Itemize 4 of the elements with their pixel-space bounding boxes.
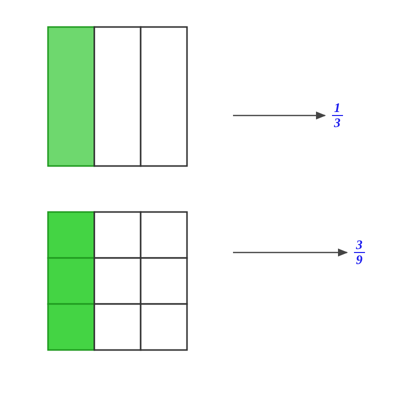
fraction: 3 9 [354,238,364,267]
fraction: 1 3 [332,101,342,130]
arrow [233,248,348,256]
arrow [233,112,326,120]
